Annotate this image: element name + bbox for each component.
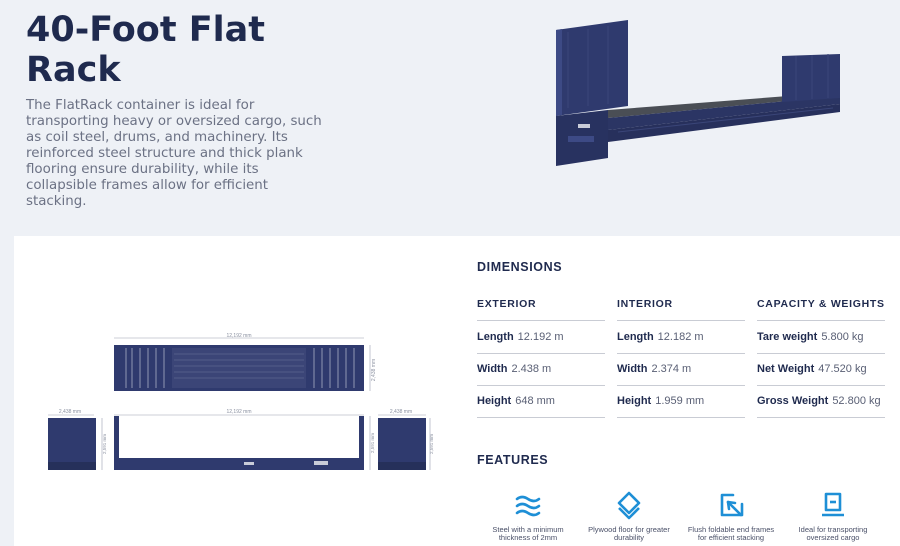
- capacity-heading: CAPACITY & WEIGHTS: [757, 298, 885, 310]
- feature-text: Flush foldable end frames for efficient …: [687, 526, 775, 542]
- spec-label: Height: [477, 395, 512, 408]
- side-height-dim: 2,591 mm: [370, 433, 375, 453]
- feature-item: Steel with a minimum thickness of 2mm: [483, 490, 573, 542]
- technical-drawing: 12,192 mm 2,438 mm 2,438 mm 12,192 mm 2,…: [48, 333, 434, 470]
- spec-value: 47.520 kg: [818, 363, 867, 376]
- spec-value: 1.959 mm: [655, 395, 705, 408]
- spec-value: 5.800 kg: [821, 330, 864, 343]
- feature-item: Ideal for transporting oversized cargo: [788, 490, 878, 542]
- spec-value: 648 mm: [515, 395, 555, 408]
- left-end-width-dim: 2,438 mm: [59, 409, 81, 415]
- right-end-width-dim: 2,438 mm: [390, 409, 412, 415]
- hero-section: 40-Foot Flat Rack The FlatRack container…: [0, 0, 900, 236]
- feature-item: Plywood floor for greater durability: [584, 490, 674, 542]
- spec-label: Length: [477, 330, 514, 343]
- layers-icon: [617, 491, 641, 520]
- page-description: The FlatRack container is ideal for tran…: [26, 98, 322, 209]
- cargo-icon: [822, 492, 844, 517]
- dimensions-heading: DIMENSIONS: [477, 260, 563, 274]
- spec-value: 12.182 m: [657, 330, 704, 343]
- flat-rack-container-image: [556, 20, 840, 166]
- right-end-height-dim: 2,591 mm: [429, 434, 434, 454]
- spec-value: 2.438 m: [511, 363, 552, 376]
- exterior-heading: EXTERIOR: [477, 298, 537, 310]
- spec-value: 12.192 m: [517, 330, 564, 343]
- spec-label: Gross Weight: [757, 395, 829, 408]
- page-title: 40-Foot Flat Rack: [26, 10, 265, 90]
- interior-heading: INTERIOR: [617, 298, 673, 310]
- spec-label: Tare weight: [757, 330, 818, 343]
- spec-label: Width: [477, 363, 508, 376]
- spec-value: 52.800 kg: [832, 395, 881, 408]
- spec-label: Net Weight: [757, 363, 815, 376]
- feature-item: Flush foldable end frames for efficient …: [686, 490, 776, 542]
- spec-label: Height: [617, 395, 652, 408]
- features-heading: FEATURES: [477, 453, 549, 467]
- feature-text: Ideal for transporting oversized cargo: [798, 526, 868, 542]
- left-end-height-dim: 2,591 mm: [102, 434, 107, 454]
- top-length-dim: 12,192 mm: [226, 333, 251, 339]
- fold-icon: [720, 493, 744, 517]
- spec-label: Width: [617, 363, 648, 376]
- spec-value: 2.374 m: [651, 363, 692, 376]
- side-length-dim: 12,192 mm: [226, 409, 251, 415]
- top-width-dim: 2,438 mm: [371, 359, 377, 381]
- waves-icon: [515, 495, 541, 517]
- feature-text: Plywood floor for greater durability: [588, 526, 670, 542]
- feature-text: Steel with a minimum thickness of 2mm: [492, 526, 564, 542]
- spec-label: Length: [617, 330, 654, 343]
